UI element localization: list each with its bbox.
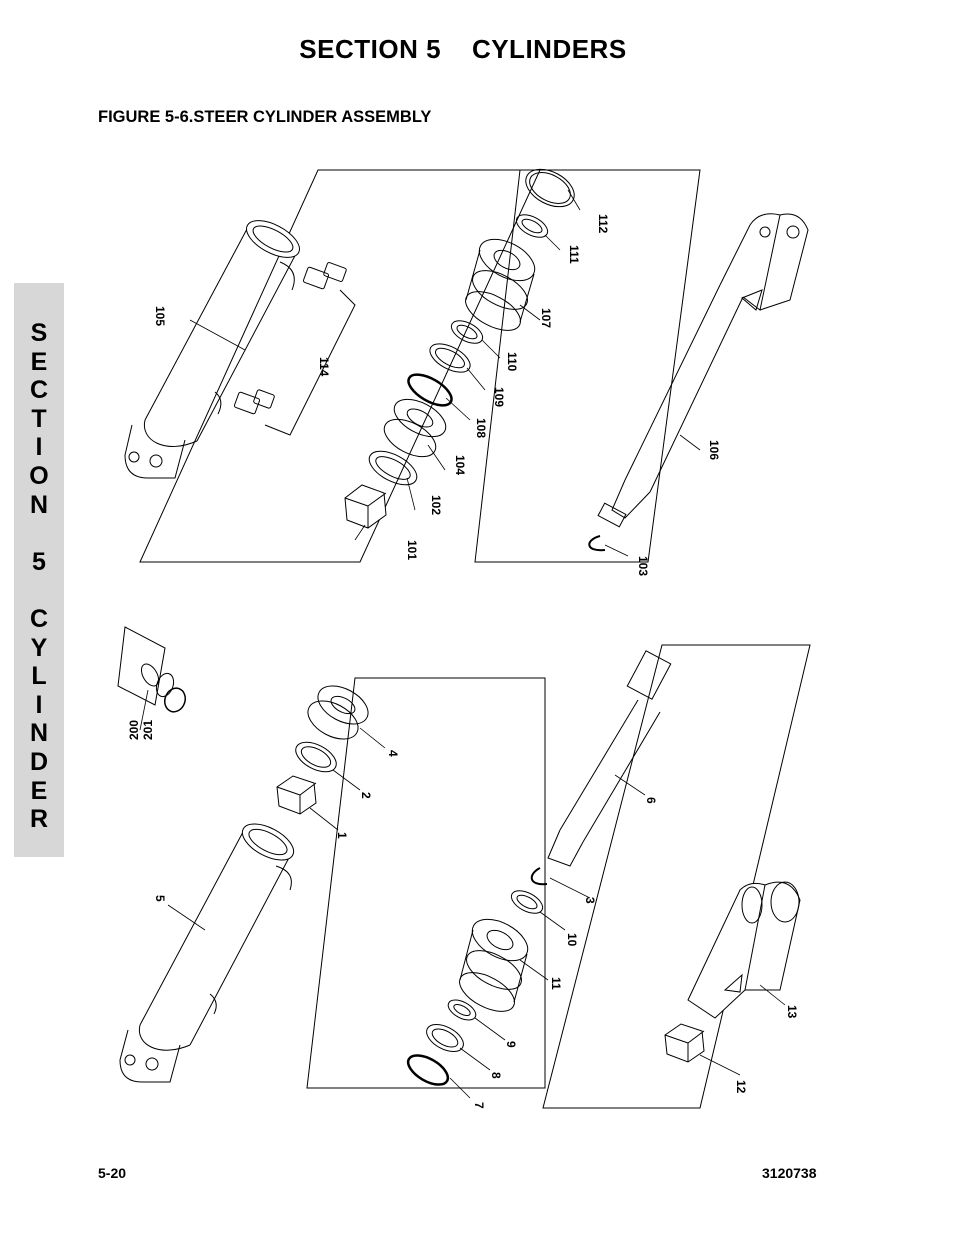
piston-11 (459, 918, 529, 1012)
nut-101 (344, 484, 387, 529)
callout-108: 108 (474, 418, 488, 438)
callout-12: 12 (734, 1080, 748, 1094)
callout-4: 4 (386, 750, 400, 757)
wiper-2 (295, 741, 337, 773)
rod-end-clevis-13 (687, 881, 801, 1019)
callout-2: 2 (359, 792, 373, 799)
callout-105: 105 (153, 306, 167, 326)
callout-106: 106 (707, 440, 721, 460)
bottom-right-assembly-plane (542, 644, 811, 1109)
callout-3: 3 (583, 897, 597, 904)
barrel-5 (119, 823, 295, 1083)
nut-1 (276, 775, 317, 815)
bottom-leader-lines (139, 689, 786, 1099)
callout-201: 201 (141, 720, 155, 740)
rod-seal-104 (383, 398, 447, 458)
callout-114: 114 (317, 357, 331, 377)
snap-ring-3 (530, 867, 548, 886)
callout-101: 101 (405, 540, 419, 560)
snap-ring-103 (588, 535, 606, 552)
fitting-114-upper (302, 262, 347, 290)
ring-9 (447, 999, 477, 1021)
bottom-left-assembly-plane (306, 677, 546, 1089)
callout-8: 8 (489, 1072, 503, 1079)
backup-ring-109 (429, 343, 471, 373)
wear-ring-111 (515, 214, 549, 238)
callout-107: 107 (539, 308, 553, 328)
section-side-tab: S E C T I O N 5 C Y L I N D E R (14, 283, 64, 857)
side-tab-label: S E C T I O N 5 C Y L I N D E R (29, 319, 49, 834)
snap-ring-112 (525, 168, 575, 208)
callout-110: 110 (505, 352, 519, 372)
top-left-assembly-plane (139, 169, 541, 563)
top-leader-lines (189, 189, 701, 557)
page-number: 5-20 (98, 1165, 127, 1181)
wear-ring-10 (510, 890, 544, 914)
callout-103: 103 (636, 556, 650, 576)
callout-10: 10 (565, 933, 579, 947)
leader-114 (264, 289, 356, 436)
callout-9: 9 (504, 1041, 518, 1048)
rod-6 (547, 650, 672, 867)
figure-title: FIGURE 5-6.STEER CYLINDER ASSEMBLY (98, 108, 432, 126)
page-title: SECTION 5 CYLINDERS (299, 34, 627, 64)
wiper-102 (368, 450, 418, 486)
fitting-114-lower (233, 389, 275, 415)
document-number: 3120738 (762, 1165, 817, 1181)
callout-1: 1 (335, 832, 349, 839)
callout-13: 13 (785, 1005, 799, 1019)
cylinder-head-107 (465, 238, 536, 331)
callout-7: 7 (472, 1102, 486, 1109)
callout-6: 6 (644, 797, 658, 804)
cylinder-head-4 (307, 685, 369, 740)
callout-5: 5 (153, 895, 167, 902)
rod-106 (597, 213, 809, 528)
ring-110 (450, 320, 484, 344)
callout-104: 104 (453, 455, 467, 475)
nut-12 (664, 1023, 705, 1063)
callout-200: 200 (127, 720, 141, 740)
callout-102: 102 (429, 495, 443, 515)
backup-ring-8 (426, 1023, 464, 1053)
top-right-assembly-plane (474, 169, 701, 563)
o-ring-108 (407, 373, 453, 407)
callout-11: 11 (549, 977, 563, 990)
seal-kit-200-201 (117, 626, 187, 713)
callout-111: 111 (567, 245, 581, 264)
callout-109: 109 (492, 387, 506, 407)
barrel-105 (124, 220, 300, 479)
o-ring-7 (406, 1054, 450, 1086)
callout-112: 112 (596, 214, 610, 234)
